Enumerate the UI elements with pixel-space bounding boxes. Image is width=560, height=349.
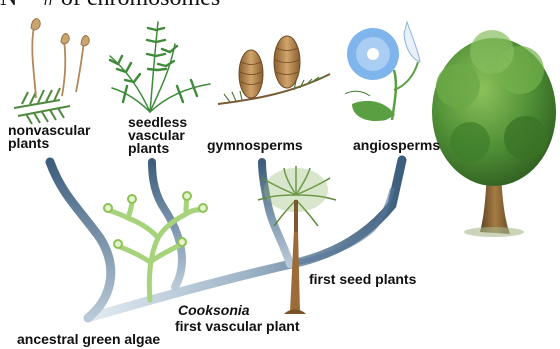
pine-cone-icon [218, 36, 330, 104]
tree-icon [432, 30, 556, 237]
label-gymnosperms: gymnosperms [207, 138, 303, 152]
first-seed-plant-icon [258, 166, 336, 314]
moss-icon [14, 19, 89, 124]
label-ancestral-green-algae: ancestral green algae [17, 332, 160, 346]
phylogeny-branches [50, 160, 402, 318]
label-seedless-vascular-plants: seedless vascular plants [128, 116, 187, 155]
header-partial-text: N = # of chromosomes [0, 0, 220, 10]
label-angiosperms: angiosperms [353, 138, 440, 152]
flower-icon [345, 22, 420, 121]
label-first-seed-plants: first seed plants [309, 272, 416, 286]
label-cooksonia: Cooksonia [178, 303, 250, 317]
cooksonia-icon [104, 192, 207, 300]
label-nonvascular-plants: nonvascular plants [8, 124, 90, 150]
fern-icon [110, 22, 210, 112]
label-first-vascular-plant: first vascular plant [175, 319, 300, 333]
